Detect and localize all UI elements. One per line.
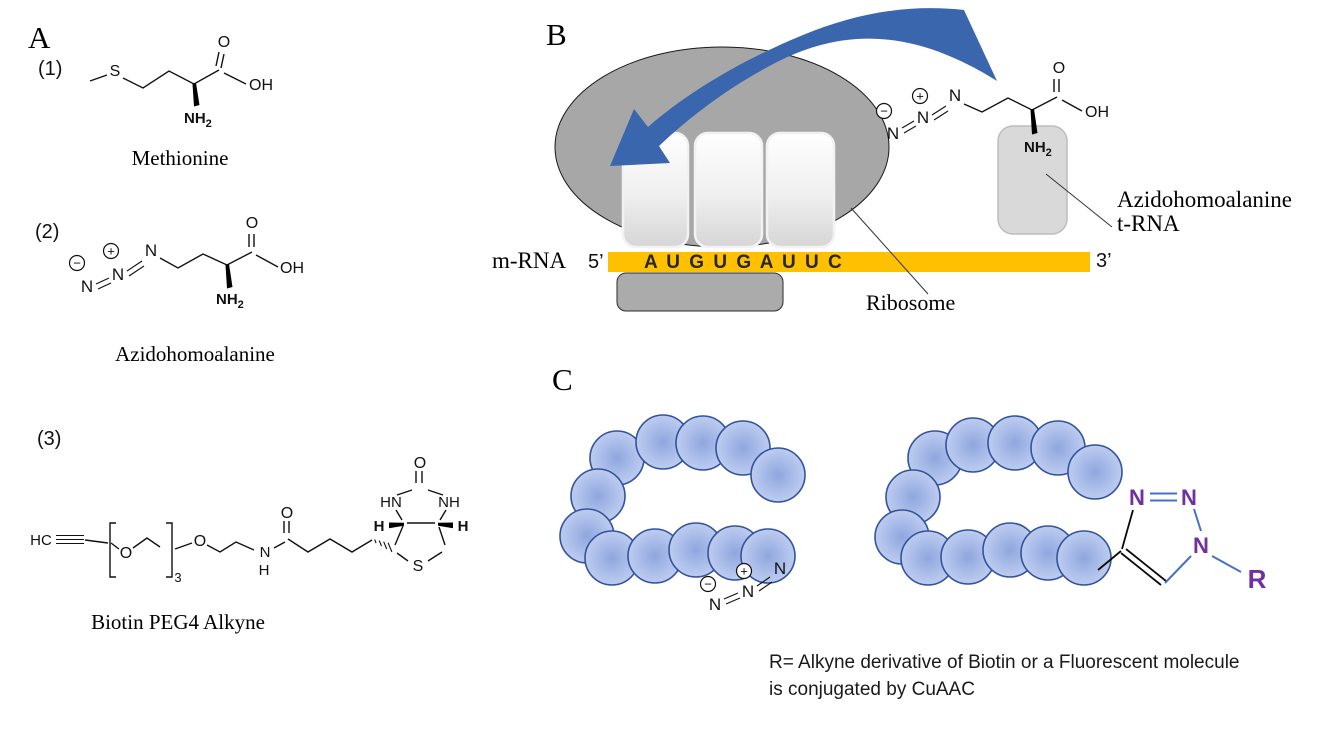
amide-oxygen: O: [281, 505, 293, 522]
protein-right: [874, 415, 1123, 586]
biotin-peg4-alkyne-structure: HC O 3 O N H O S O H: [30, 455, 468, 585]
bracket-subscript: 3: [174, 570, 181, 585]
trna-entry-arrow: [610, 8, 997, 167]
svg-text:−: −: [880, 104, 888, 119]
structure-2-index: (2): [35, 221, 59, 243]
triazole-n1: N: [1129, 485, 1145, 510]
caption-line2: is conjugated by CuAAC: [769, 679, 975, 700]
azide-n1: N: [709, 595, 721, 614]
minus-charge-icon: [875, 102, 893, 120]
stereo-h: H: [374, 518, 385, 535]
triazole-n3: N: [1193, 533, 1209, 558]
stereo-h: H: [458, 518, 469, 535]
azide-n3: N: [949, 86, 961, 105]
ribosome-site-p: [693, 131, 764, 249]
svg-text:+: +: [107, 244, 115, 259]
protein-bead: [1056, 530, 1112, 586]
oxygen-atom: O: [246, 215, 258, 232]
protein-bead: [1067, 444, 1123, 500]
biotin-sulfur: S: [413, 558, 424, 575]
trna-pointer-line: [1045, 173, 1113, 228]
ribosome-pointer-line: [850, 207, 929, 295]
svg-text:+: +: [916, 89, 924, 104]
plus-charge-icon: [102, 242, 120, 260]
azide-n2: N: [742, 582, 754, 601]
urea-oxygen: O: [414, 455, 426, 472]
minus-charge-icon: [699, 575, 717, 593]
biotin-caption: Biotin PEG4 Alkyne: [91, 610, 265, 634]
azide-n1: N: [887, 124, 899, 143]
ribosome-site-a: [765, 131, 836, 249]
azidohomoalanine-on-trna: − + N N N O OH NH2: [875, 60, 1109, 159]
r-group-label: R: [1248, 564, 1267, 594]
azidohomoalanine-caption: Azidohomoalanine: [115, 342, 275, 366]
trna-label-line1: Azidohomoalanine: [1117, 187, 1292, 212]
ribosome-small-subunit: [616, 272, 784, 312]
azide-n1: N: [81, 277, 93, 296]
peg-oxygen: O: [194, 533, 206, 550]
plus-charge-icon: [735, 562, 753, 580]
svg-text:−: −: [73, 256, 81, 271]
oxygen-atom: O: [1053, 60, 1065, 77]
ribosome-label: Ribosome: [866, 290, 955, 315]
left-bracket: [109, 522, 116, 578]
three-prime-label: 3’: [1096, 250, 1112, 272]
svg-text:−: −: [704, 577, 712, 592]
oxygen-atom: O: [218, 34, 230, 51]
peg-oxygen: O: [120, 545, 132, 562]
urea-hn: HN: [380, 494, 402, 511]
protein-bead: [750, 447, 806, 503]
hydroxyl-label: OH: [1085, 104, 1109, 121]
amine-label: NH2: [1024, 139, 1052, 159]
panel-b: B A U G U G A U U C m-RNA 5’ 3’ Ribosome…: [492, 8, 1292, 315]
mrna-sequence: A U G U G A U U C: [644, 252, 844, 273]
methionine-caption: Methionine: [132, 146, 229, 170]
panel-a: A (1) S O OH NH2 Methionine (2) − + N N …: [28, 20, 468, 634]
right-bracket: [166, 522, 173, 578]
svg-text:+: +: [740, 564, 748, 579]
triazole-ring-group: N N N R: [1097, 485, 1267, 594]
plus-charge-icon: [911, 87, 929, 105]
protein-bead: [740, 528, 796, 584]
structure-3-index: (3): [37, 428, 61, 450]
mrna-strand: [608, 252, 1090, 272]
mrna-label: m-RNA: [492, 248, 567, 273]
structure-1-index: (1): [38, 58, 62, 80]
panel-c: C − + N N N N N N R R: [552, 362, 1267, 700]
protein-left: [559, 414, 806, 586]
amine-label: NH2: [184, 110, 212, 130]
five-prime-label: 5’: [588, 251, 604, 273]
minus-charge-icon: [68, 254, 86, 272]
protein-azide-group: − + N N N: [699, 559, 786, 614]
azide-n3: N: [774, 559, 786, 578]
azide-n2: N: [112, 265, 124, 284]
caption-line1: R= Alkyne derivative of Biotin or a Fluo…: [769, 652, 1239, 673]
sulfur-atom: S: [110, 63, 121, 80]
trna-label-line2: t-RNA: [1117, 211, 1180, 236]
triazole-n2: N: [1181, 485, 1197, 510]
amide-nitrogen: N: [260, 544, 271, 561]
panel-c-label: C: [552, 362, 573, 397]
hc-label: HC: [30, 532, 52, 549]
azidohomoalanine-structure: − + N N N O OH NH2: [68, 215, 304, 311]
azide-n3: N: [145, 241, 157, 260]
urea-nh: NH: [438, 494, 460, 511]
hydroxyl-label: OH: [280, 260, 304, 277]
methionine-structure: S O OH NH2: [89, 34, 273, 130]
hydroxyl-label: OH: [249, 77, 273, 94]
azide-n2: N: [917, 108, 929, 127]
panel-b-label: B: [546, 17, 567, 52]
amine-label: NH2: [216, 291, 244, 311]
panel-a-label: A: [28, 20, 51, 55]
amide-hydrogen: H: [259, 562, 270, 579]
